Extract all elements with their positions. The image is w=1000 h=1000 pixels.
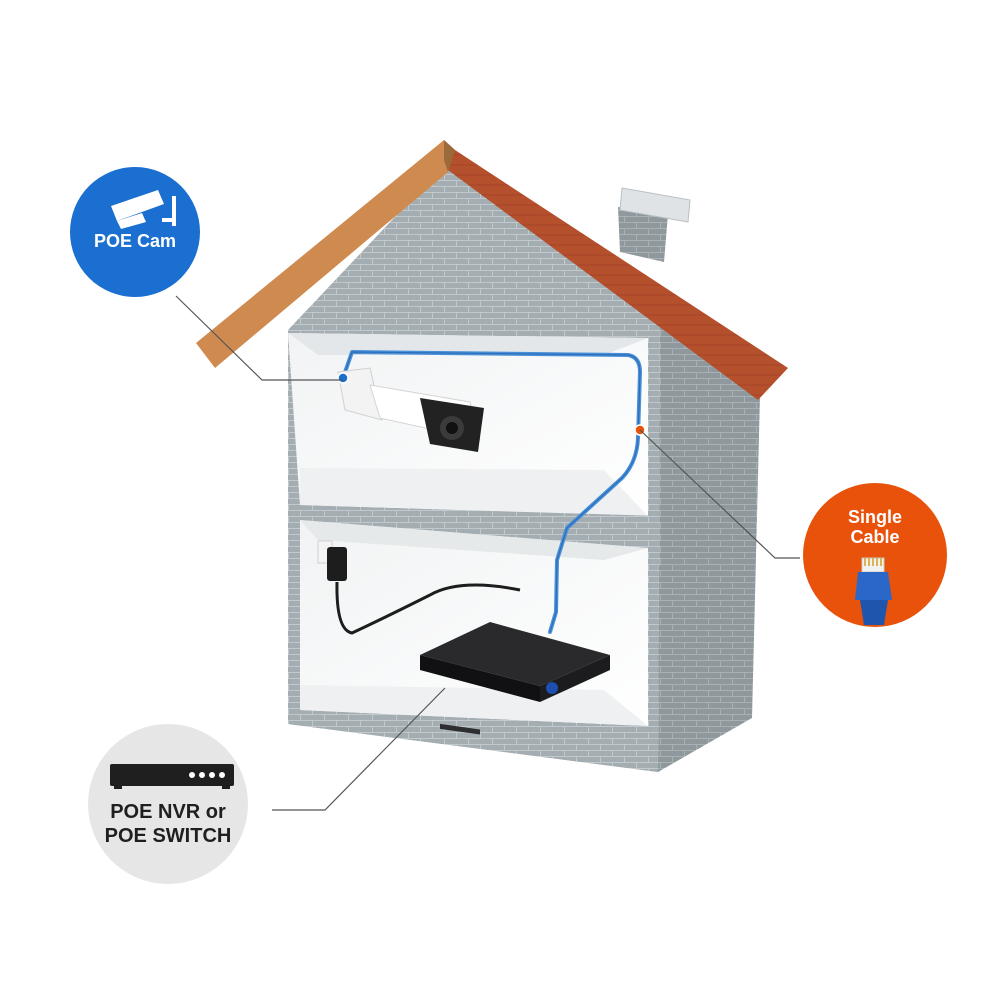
leader-line-nvr — [272, 687, 446, 811]
leader-lines — [175, 295, 800, 811]
single-cable-label-line2: Cable — [850, 527, 899, 547]
nvr-badge: POE NVR or POE SWITCH — [88, 724, 248, 884]
cam-connection-dot — [337, 372, 349, 384]
chimney — [618, 187, 691, 262]
power-adapter — [317, 540, 521, 635]
nvr-device — [420, 622, 610, 735]
house-side-wall — [658, 320, 760, 772]
nvr-label-line1: POE NVR or — [110, 801, 226, 823]
poe-cam-label: POE Cam — [94, 231, 176, 251]
bullet-camera — [337, 367, 484, 452]
single-cable-label-line1: Single — [848, 507, 902, 527]
cctv-camera-icon — [111, 190, 176, 229]
leader-line-cable — [639, 429, 800, 559]
ethernet-plug-icon — [855, 557, 892, 625]
single-cable-badge: Single Cable — [803, 483, 947, 627]
roof-right — [444, 140, 788, 400]
nvr-label-line2: POE SWITCH — [105, 825, 232, 847]
poe-cam-badge: POE Cam — [70, 167, 200, 297]
nvr-device-icon — [110, 764, 234, 789]
leader-line-cam — [175, 295, 343, 381]
roof-left — [196, 140, 448, 368]
